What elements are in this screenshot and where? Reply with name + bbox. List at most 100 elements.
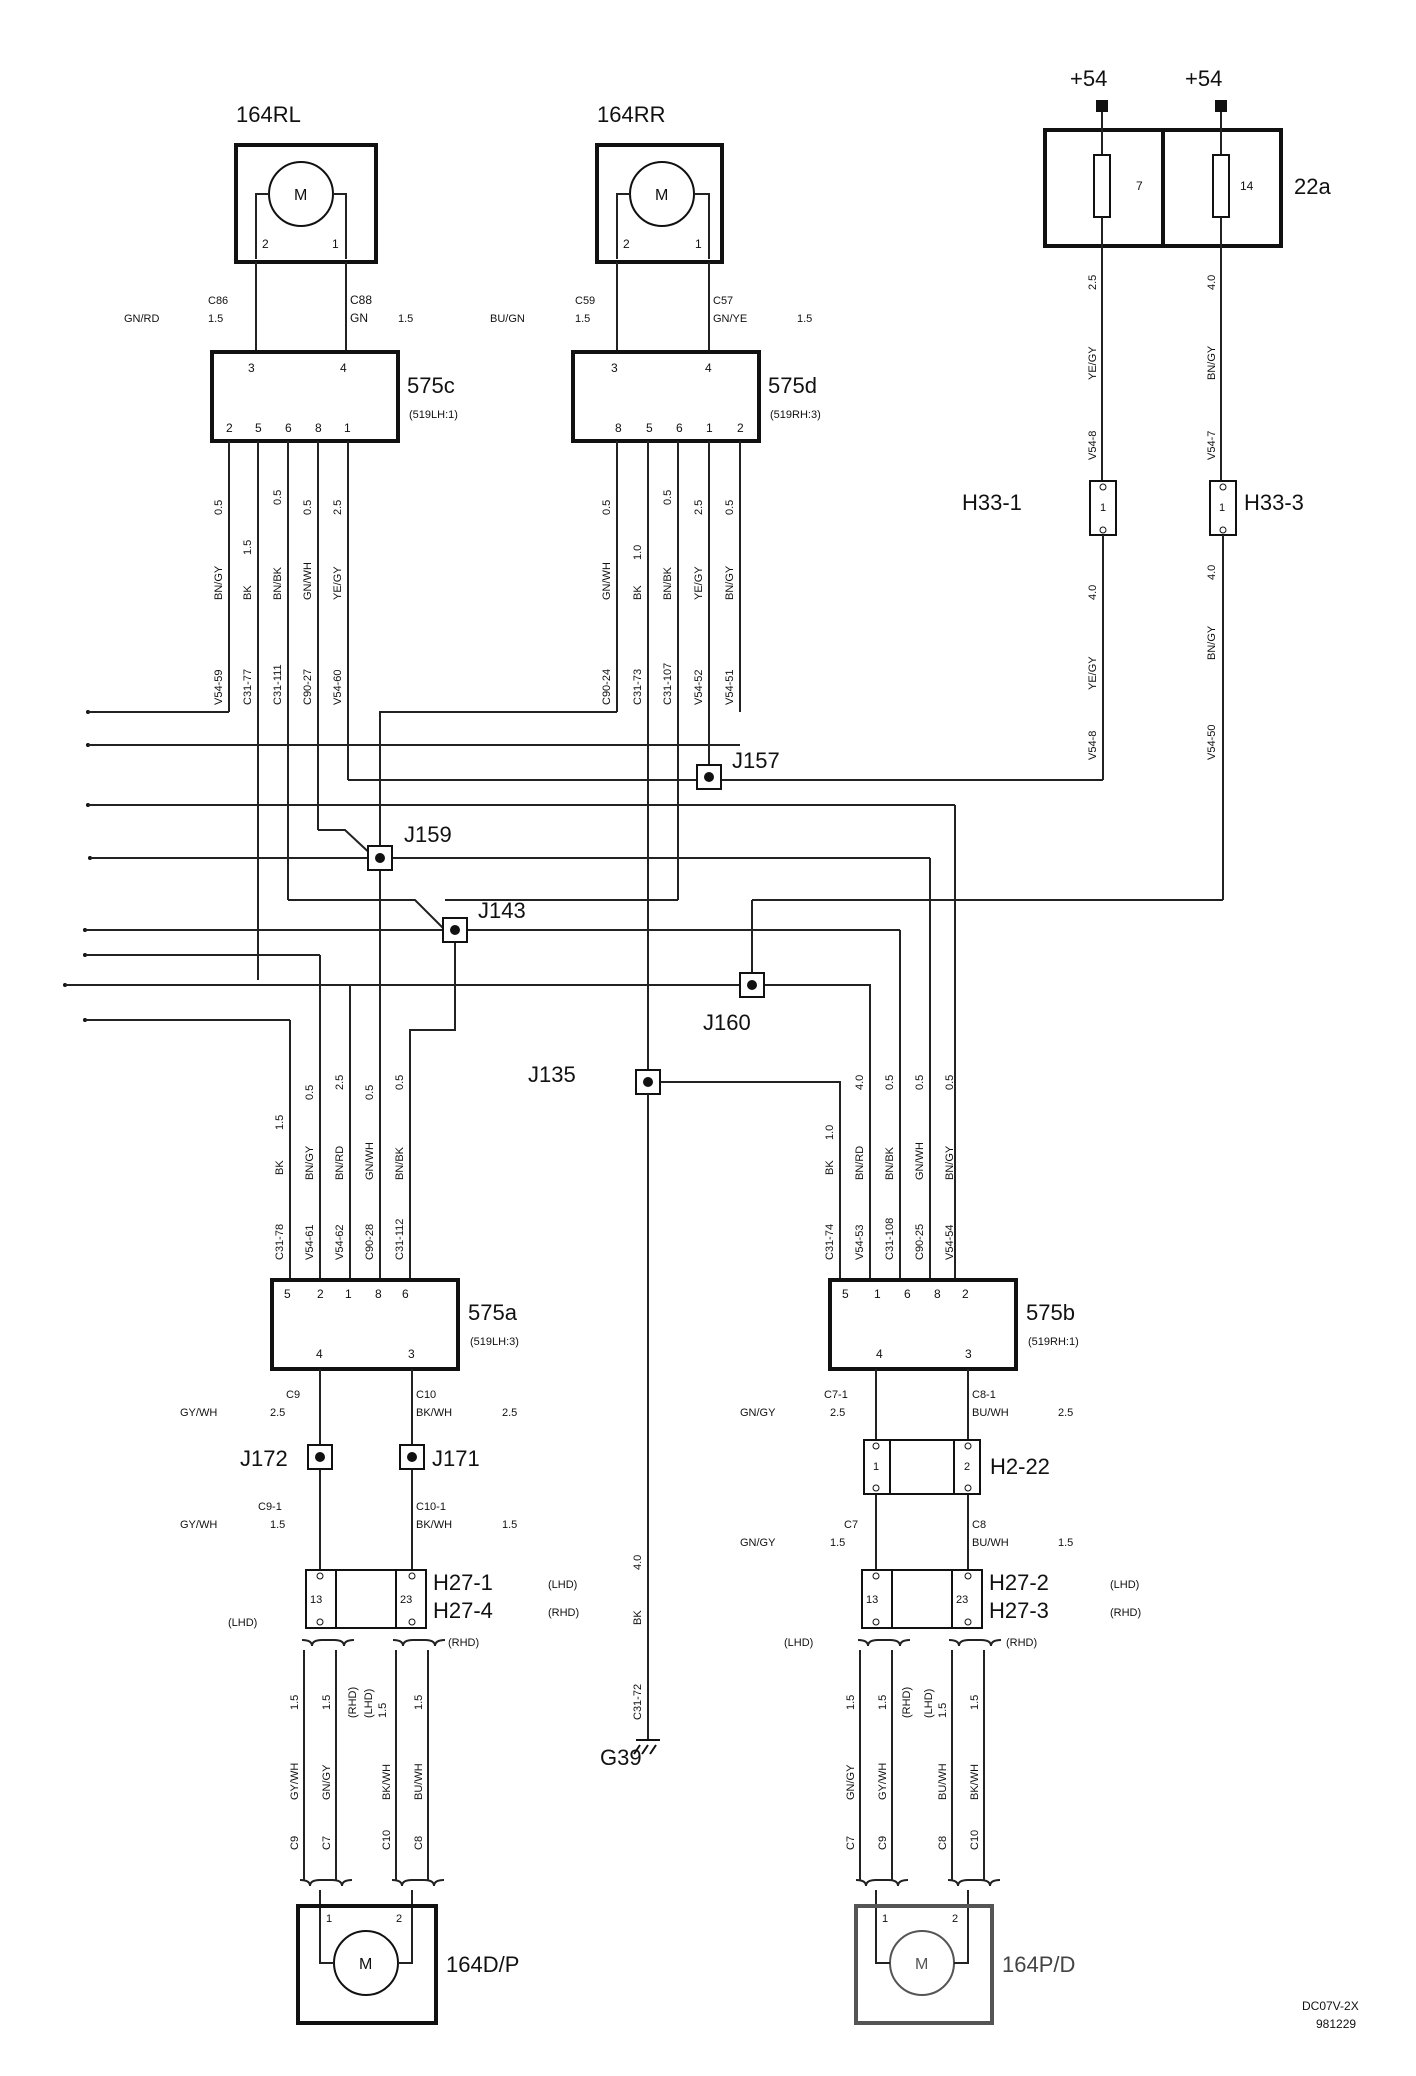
svg-text:4.0: 4.0 <box>1087 585 1099 600</box>
svg-text:C7-1: C7-1 <box>824 1389 848 1401</box>
svg-text:BU/WH: BU/WH <box>413 1763 425 1800</box>
svg-text:BK: BK <box>274 1160 286 1175</box>
svg-text:+54: +54 <box>1185 66 1222 91</box>
svg-text:C90-24: C90-24 <box>601 669 613 705</box>
svg-text:C86: C86 <box>208 295 228 307</box>
connector-h33-3: 1 H33-3 <box>1209 480 1304 536</box>
svg-text:V54-51: V54-51 <box>724 670 736 705</box>
svg-text:BU/GN: BU/GN <box>490 313 525 325</box>
svg-text:C31-112: C31-112 <box>394 1219 406 1260</box>
svg-text:YE/GY: YE/GY <box>693 566 705 600</box>
svg-text:BK/WH: BK/WH <box>416 1407 452 1419</box>
module-575c-label: 575c <box>407 373 455 398</box>
svg-text:(RHD): (RHD) <box>901 1687 913 1718</box>
svg-text:C31-72: C31-72 <box>632 1684 644 1720</box>
svg-text:V54-8: V54-8 <box>1087 431 1099 460</box>
svg-text:1.5: 1.5 <box>1058 1537 1073 1549</box>
svg-text:2.5: 2.5 <box>334 1075 346 1090</box>
svg-text:0.5: 0.5 <box>394 1075 406 1090</box>
svg-text:J172: J172 <box>240 1446 288 1471</box>
module-575a: 5 2 1 8 6 4 3 575a (519LH:3) <box>270 1278 519 1371</box>
svg-text:(LHD): (LHD) <box>228 1617 257 1629</box>
svg-text:13: 13 <box>310 1594 322 1606</box>
svg-text:V54-59: V54-59 <box>213 670 225 705</box>
motor-164rr: 164RR M 2 1 <box>595 102 724 264</box>
svg-text:1.5: 1.5 <box>502 1519 517 1531</box>
svg-text:1.5: 1.5 <box>969 1695 981 1710</box>
fuse-icon <box>1093 154 1111 218</box>
svg-text:1.5: 1.5 <box>289 1695 301 1710</box>
svg-text:BU/WH: BU/WH <box>972 1537 1009 1549</box>
svg-text:1: 1 <box>1100 502 1106 514</box>
svg-text:C7: C7 <box>845 1836 857 1850</box>
module-575b-label: 575b <box>1026 1300 1075 1325</box>
svg-text:(LHD): (LHD) <box>1110 1579 1139 1591</box>
svg-text:BK: BK <box>632 585 644 600</box>
svg-text:2: 2 <box>262 237 269 251</box>
svg-text:0.5: 0.5 <box>364 1085 376 1100</box>
svg-text:1.5: 1.5 <box>377 1703 389 1718</box>
svg-text:BK: BK <box>632 1610 644 1625</box>
svg-text:C90-25: C90-25 <box>914 1224 926 1260</box>
svg-text:V54-7: V54-7 <box>1206 431 1218 460</box>
svg-text:1: 1 <box>332 237 339 251</box>
svg-text:J160: J160 <box>703 1010 751 1035</box>
svg-text:(519RH:1): (519RH:1) <box>1028 1336 1079 1348</box>
svg-text:C31-74: C31-74 <box>824 1224 836 1260</box>
svg-text:GY/WH: GY/WH <box>877 1763 889 1800</box>
svg-text:C8: C8 <box>413 1836 425 1850</box>
bus-575b-labels: 1.0 BK C31-74 4.0 BN/RD V54-53 0.5 BN/BK… <box>824 1075 956 1260</box>
power-terminal-icon <box>1096 100 1108 112</box>
svg-text:2.5: 2.5 <box>1058 1407 1073 1419</box>
svg-text:BN/GY: BN/GY <box>724 565 736 600</box>
svg-text:BN/BK: BN/BK <box>394 1146 406 1180</box>
module-575c: 3 4 2 5 6 8 1 575c (519LH:1) <box>210 350 458 443</box>
svg-text:2: 2 <box>226 421 233 435</box>
svg-text:GN/GY: GN/GY <box>321 1764 333 1800</box>
ground-g39: 4.0 BK C31-72 G39 <box>600 1555 660 1770</box>
svg-text:1: 1 <box>706 421 713 435</box>
junction-j160: J160 <box>703 972 765 1035</box>
svg-text:GN/GY: GN/GY <box>740 1537 776 1549</box>
svg-text:2: 2 <box>962 1287 969 1301</box>
svg-text:(519LH:1): (519LH:1) <box>409 409 458 421</box>
svg-text:2.5: 2.5 <box>502 1407 517 1419</box>
svg-text:YE/GY: YE/GY <box>1087 346 1099 380</box>
svg-text:V54-8: V54-8 <box>1087 731 1099 760</box>
svg-text:0.5: 0.5 <box>884 1075 896 1090</box>
svg-text:C10: C10 <box>381 1830 393 1850</box>
svg-text:C7: C7 <box>844 1519 858 1531</box>
svg-text:C31-77: C31-77 <box>242 669 254 705</box>
svg-text:1: 1 <box>1219 502 1225 514</box>
svg-text:1.0: 1.0 <box>632 545 644 560</box>
svg-text:1.5: 1.5 <box>208 313 223 325</box>
svg-text:(519LH:3): (519LH:3) <box>470 1336 519 1348</box>
svg-text:BN/BK: BN/BK <box>662 566 674 600</box>
svg-text:C10: C10 <box>969 1830 981 1850</box>
svg-text:BK: BK <box>824 1160 836 1175</box>
module-575d: 3 4 8 5 6 1 2 575d (519RH:3) <box>571 350 821 443</box>
svg-text:8: 8 <box>315 421 322 435</box>
horizontal-bus-wires <box>63 710 1223 1280</box>
svg-text:C10: C10 <box>416 1389 436 1401</box>
svg-text:1.5: 1.5 <box>830 1537 845 1549</box>
svg-text:22a: 22a <box>1294 174 1331 199</box>
power-wire-labels: 2.5 YE/GY V54-8 4.0 BN/GY V54-7 <box>1087 275 1218 460</box>
svg-text:GN/YE: GN/YE <box>713 313 747 325</box>
svg-text:C59: C59 <box>575 295 595 307</box>
svg-text:BN/GY: BN/GY <box>944 1145 956 1180</box>
svg-text:23: 23 <box>400 1594 412 1606</box>
svg-text:6: 6 <box>402 1287 409 1301</box>
svg-text:2.5: 2.5 <box>332 500 344 515</box>
svg-text:1.5: 1.5 <box>937 1703 949 1718</box>
svg-text:4: 4 <box>340 361 347 375</box>
svg-text:H27-1: H27-1 <box>433 1570 493 1595</box>
svg-text:BN/GY: BN/GY <box>304 1145 316 1180</box>
svg-text:GY/WH: GY/WH <box>180 1519 217 1531</box>
power-terminal-icon <box>1215 100 1227 112</box>
svg-text:GN/WH: GN/WH <box>914 1142 926 1180</box>
svg-text:H33-1: H33-1 <box>962 490 1022 515</box>
svg-text:0.5: 0.5 <box>272 490 284 505</box>
svg-text:BN/GY: BN/GY <box>213 565 225 600</box>
